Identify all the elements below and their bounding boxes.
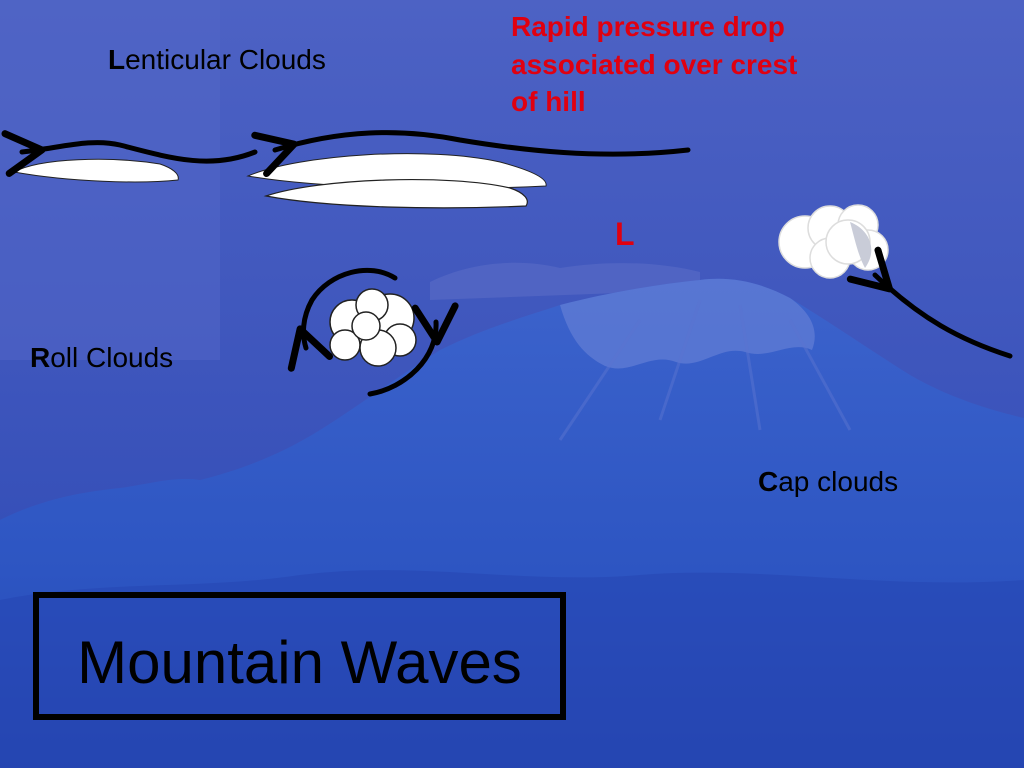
page-title: Mountain Waves [77, 629, 522, 696]
title-box: Mountain Waves [33, 592, 566, 720]
roll-clouds-label: Roll Clouds [30, 342, 173, 374]
roll-initial: R [30, 342, 51, 373]
flow-arrow-left [1, 130, 258, 177]
lenticular-initial: L [108, 44, 126, 75]
roll-rotation-arrow-lower [367, 302, 459, 397]
cap-label-text: ap clouds [778, 466, 899, 497]
mountain-ridge-lines [558, 299, 852, 441]
lenticular-clouds-label: Lenticular Clouds [108, 44, 326, 76]
cap-clouds-label: Cap clouds [758, 466, 898, 498]
roll-label-text: oll Clouds [50, 342, 174, 373]
low-pressure-mark: L [615, 216, 635, 252]
lenticular-cloud-lower [263, 179, 528, 209]
cap-initial: C [758, 466, 779, 497]
cap-flow-arrow [846, 246, 1013, 359]
lenticular-cloud-small [12, 158, 179, 183]
roll-rotation-arrow-upper [287, 267, 398, 372]
flow-arrow-top [251, 130, 691, 178]
pressure-drop-note: Rapid pressure drop associated over cres… [511, 11, 798, 118]
roll-cloud [329, 288, 417, 367]
lenticular-label-text: enticular Clouds [125, 44, 326, 75]
